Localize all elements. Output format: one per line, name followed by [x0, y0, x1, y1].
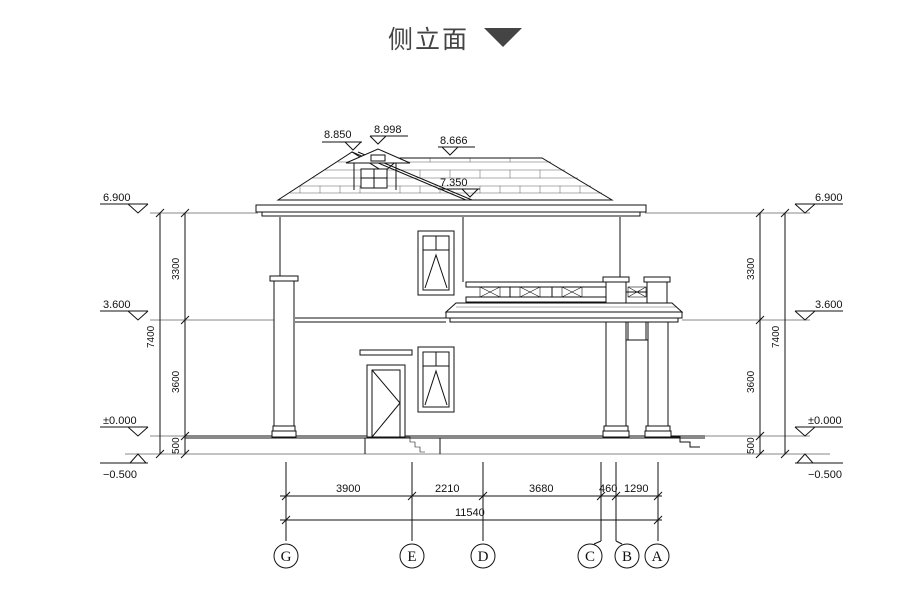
hdim-total: 11540	[455, 507, 485, 519]
level-marker-right	[794, 203, 843, 464]
vdim-total-right: 7400	[771, 325, 782, 348]
right-columns	[602, 321, 700, 448]
hdim-span-1: 3900	[336, 483, 360, 495]
drawing-title: 侧立面	[388, 25, 470, 54]
upper-window	[417, 230, 455, 296]
hdim-span-5: 1290	[624, 483, 648, 495]
axis-label-d: D	[478, 549, 489, 565]
vdim-upper-right: 3300	[746, 257, 757, 280]
elev-dormer-left: 8.850	[324, 129, 352, 141]
axis-bubble-b	[614, 543, 640, 569]
axis-label-g: G	[281, 549, 292, 565]
axis-label-a: A	[652, 549, 663, 565]
level-marker-left	[100, 203, 149, 464]
dormer	[345, 148, 411, 190]
vertical-dim-labels-right: 3300 3600 500 7400	[746, 257, 782, 454]
lower-window	[417, 346, 455, 413]
roof-elevation-labels: 8.850 8.998 8.666 7.350	[324, 124, 468, 189]
level-label-outdoor-right: −0.500	[808, 469, 842, 481]
vdim-upper-left: 3300	[171, 257, 182, 280]
vdim-base-right: 500	[746, 437, 757, 454]
balcony	[444, 276, 684, 323]
level-label-roof-right: 6.900	[815, 192, 843, 204]
level-label-roof-left: 6.900	[103, 192, 131, 204]
axis-label-b: B	[622, 549, 632, 565]
vertical-dim-labels-left: 3300 3600 500 7400	[146, 257, 182, 454]
axis-bubble-e	[399, 543, 425, 569]
axis-bubble-c	[577, 543, 603, 569]
axis-labels: G E D C B A	[281, 549, 663, 565]
axis-bubble-a	[644, 543, 670, 569]
vertical-dimension-right	[755, 208, 790, 459]
level-label-ground-right: ±0.000	[808, 415, 842, 427]
hdim-span-2: 2210	[435, 483, 459, 495]
vdim-total-left: 7400	[146, 325, 157, 348]
ground-plinth	[185, 435, 705, 454]
horizontal-dimensions	[280, 462, 663, 541]
axis-label-e: E	[407, 549, 416, 565]
vertical-dimension-left	[155, 208, 190, 459]
title-bar: 侧立面	[0, 14, 910, 58]
level-labels-left: 6.900 3.600 ±0.000 −0.500	[103, 192, 137, 481]
elev-eave: 7.350	[440, 177, 468, 189]
triangle-down-icon	[484, 28, 522, 47]
elev-dormer-peak: 8.998	[374, 124, 402, 136]
vdim-lower-left: 3600	[171, 370, 182, 393]
axis-bubbles	[273, 540, 670, 569]
hdim-span-3: 3680	[529, 483, 553, 495]
level-label-outdoor-left: −0.500	[103, 469, 137, 481]
level-label-first-right: 3.600	[815, 299, 843, 311]
elev-ridge: 8.666	[440, 135, 468, 147]
left-column	[269, 275, 299, 438]
door	[359, 349, 425, 453]
roof-elevation-markers	[322, 135, 480, 198]
axis-label-c: C	[585, 549, 595, 565]
level-label-first-left: 3.600	[103, 299, 131, 311]
level-guide-lines	[125, 212, 830, 455]
vdim-lower-right: 3600	[746, 370, 757, 393]
level-label-ground-left: ±0.000	[103, 415, 137, 427]
vdim-base-left: 500	[171, 437, 182, 454]
axis-bubble-g	[273, 543, 299, 569]
level-labels-right: 6.900 3.600 ±0.000 −0.500	[808, 192, 843, 481]
horizontal-dim-labels: 3900 2210 3680 460 1290 11540	[336, 483, 648, 519]
hdim-span-4: 460	[599, 483, 617, 495]
axis-bubble-d	[470, 543, 496, 569]
